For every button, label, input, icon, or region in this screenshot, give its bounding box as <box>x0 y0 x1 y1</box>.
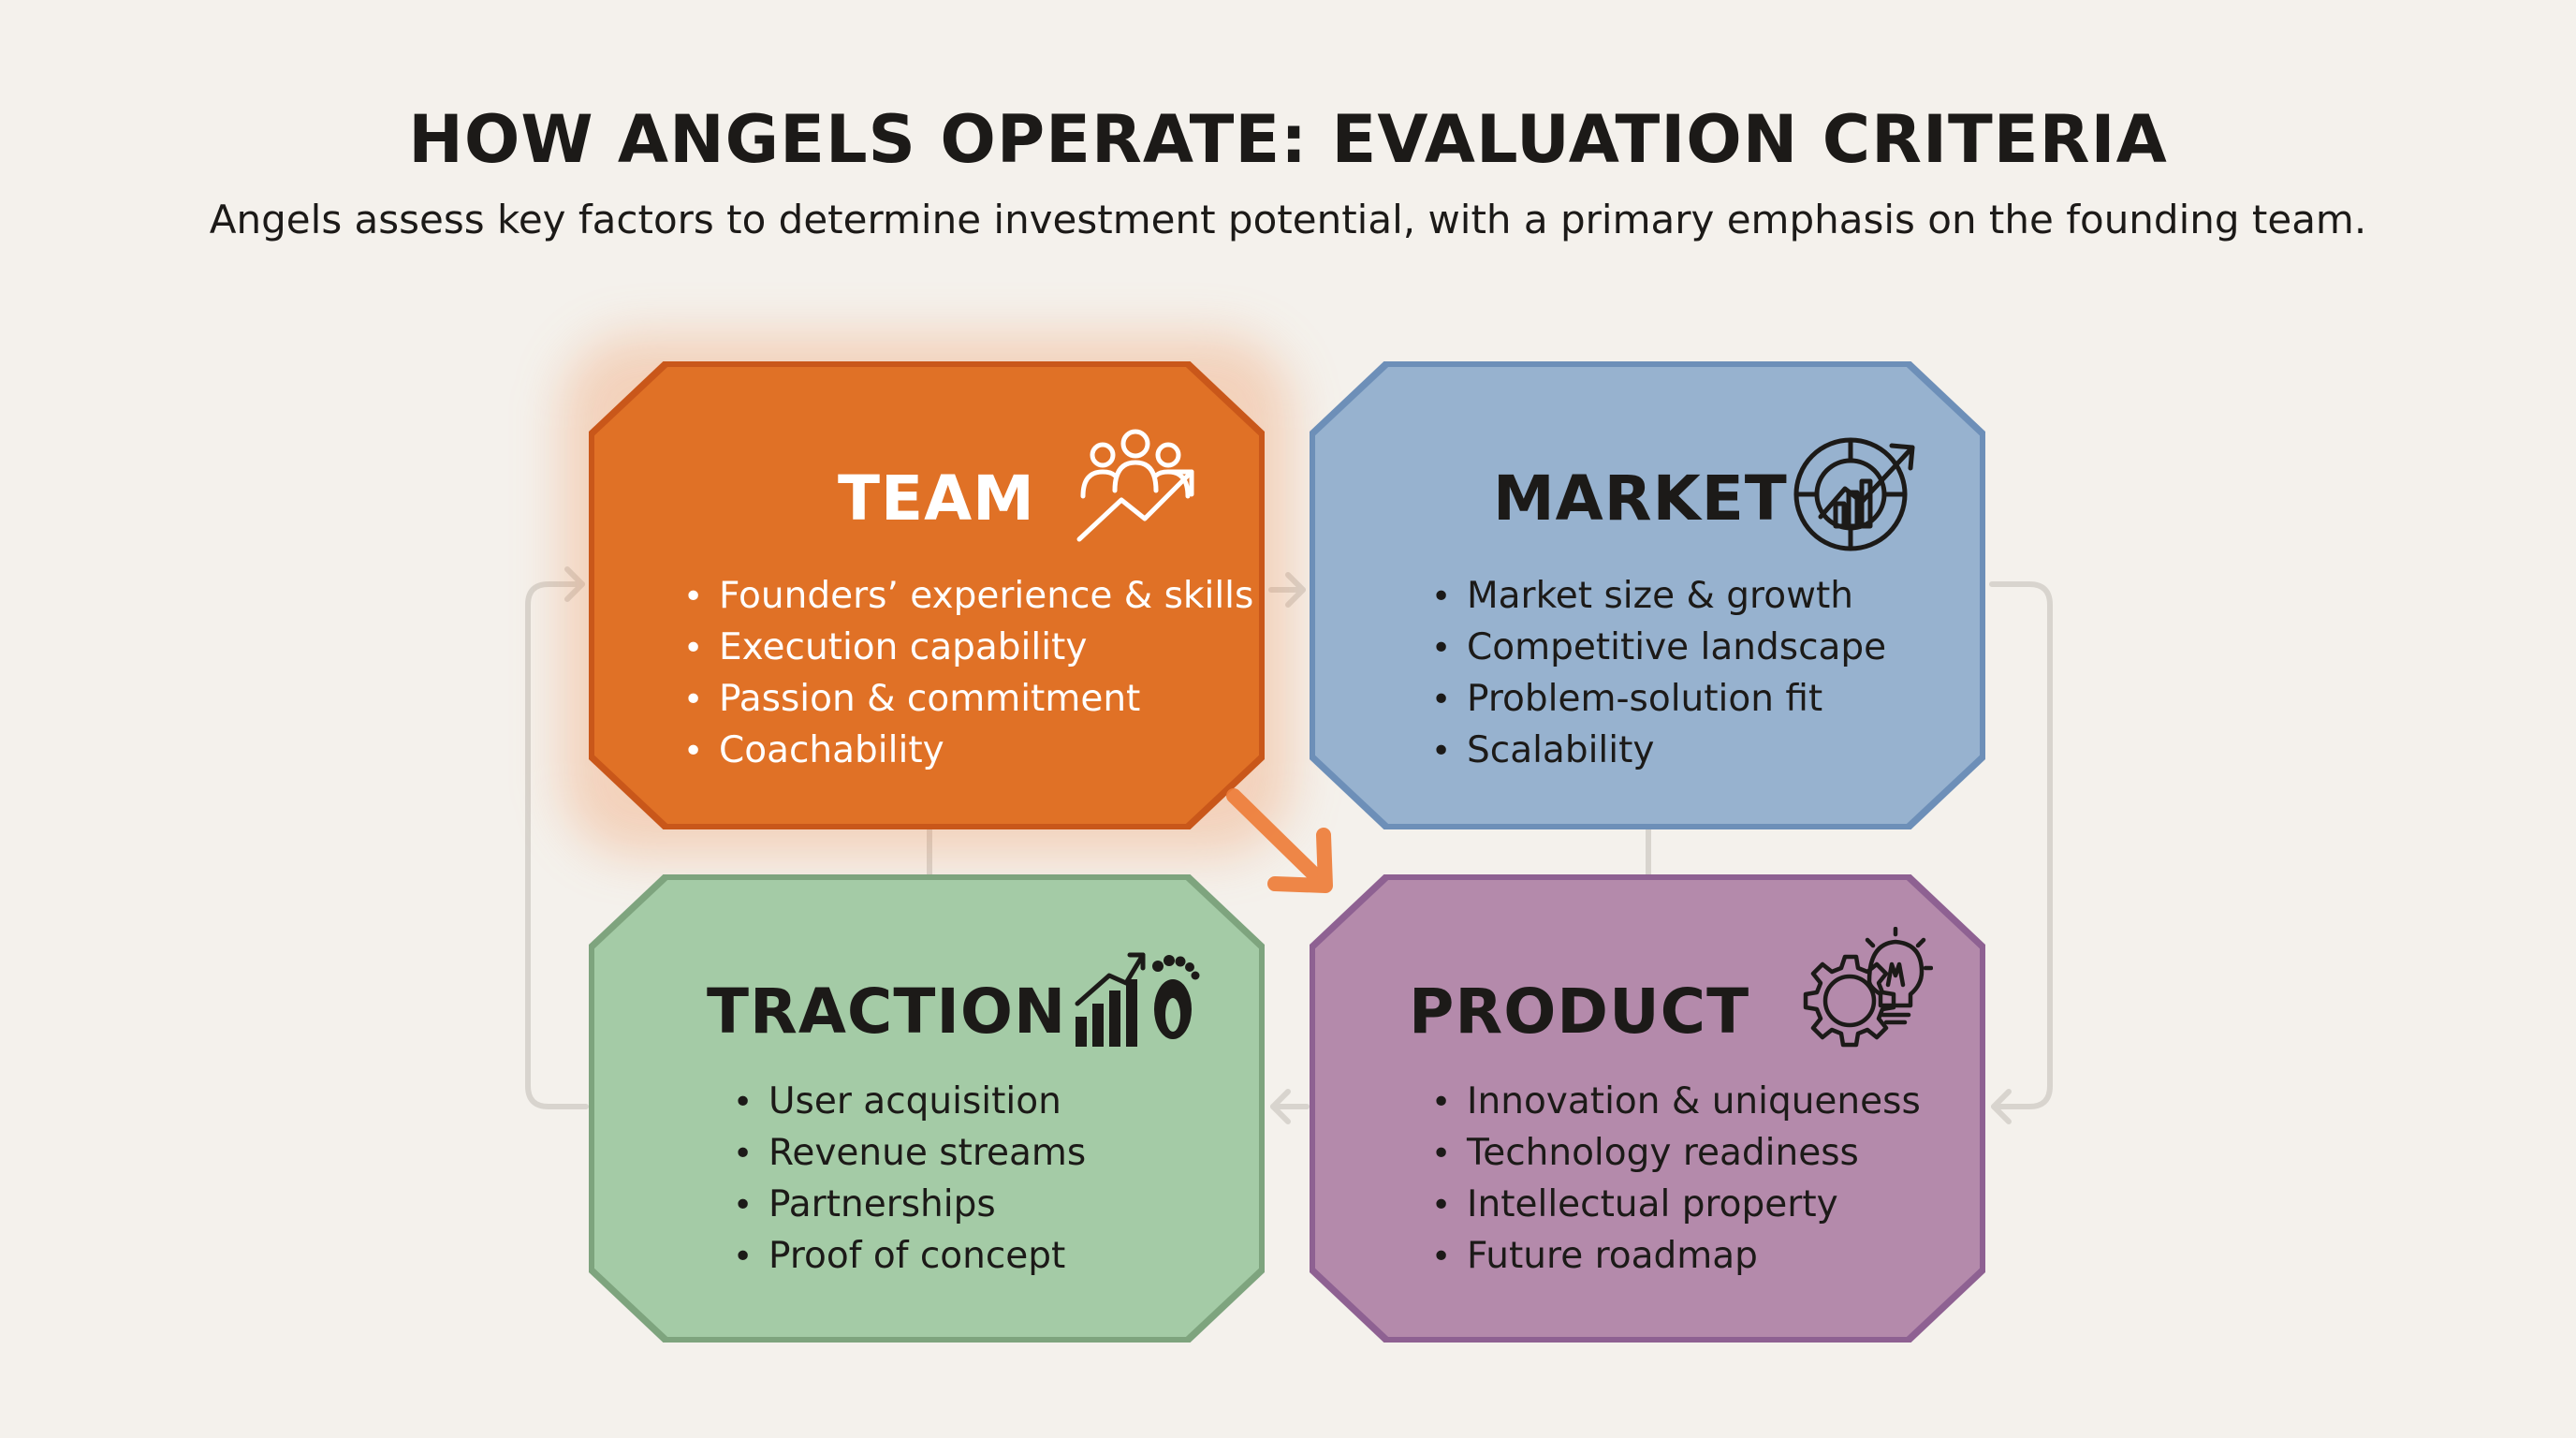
card-market-list: Market size & growth Competitive landsca… <box>1431 571 1886 777</box>
card-team-body: TEAM Founders’ experience & skills Execu… <box>594 367 1259 824</box>
card-product: PRODUCT Innovation & uniqueness Technolo… <box>1310 874 1985 1343</box>
list-item: Revenue streams <box>733 1128 1086 1180</box>
team-growth-icon <box>1076 429 1194 542</box>
card-market: MARKET Market size & growth Competitive … <box>1310 361 1985 829</box>
page-subtitle: Angels assess key factors to determine i… <box>209 197 2367 242</box>
traction-footprint-icon <box>1075 952 1200 1047</box>
list-item: Problem-solution fit <box>1431 674 1886 726</box>
list-item: Technology readiness <box>1431 1128 1921 1180</box>
list-item: Proof of concept <box>733 1231 1086 1283</box>
list-item: Scalability <box>1431 726 1886 777</box>
arrowhead-team-market <box>1285 572 1306 608</box>
list-item: Coachability <box>683 726 1253 777</box>
list-item: Future roadmap <box>1431 1231 1921 1283</box>
arrowhead-market-product <box>1991 1089 2012 1124</box>
card-market-title: MARKET <box>1493 462 1788 535</box>
page-title: HOW ANGELS OPERATE: EVALUATION CRITERIA <box>408 101 2168 178</box>
card-product-list: Innovation & uniqueness Technology readi… <box>1431 1077 1921 1283</box>
card-product-body: PRODUCT Innovation & uniqueness Technolo… <box>1315 880 1980 1337</box>
product-innovation-icon <box>1803 927 1933 1048</box>
market-chart-icon <box>1793 437 1915 551</box>
list-item: Execution capability <box>683 623 1253 674</box>
card-team-title: TEAM <box>838 462 1035 535</box>
card-traction: TRACTION User acquisition Reve <box>589 874 1265 1343</box>
arrowhead-traction-team <box>564 566 585 602</box>
list-item: Intellectual property <box>1431 1180 1921 1231</box>
list-item: Market size & growth <box>1431 571 1886 623</box>
card-team-list: Founders’ experience & skills Execution … <box>683 571 1253 777</box>
list-item: Innovation & uniqueness <box>1431 1077 1921 1128</box>
list-item: User acquisition <box>733 1077 1086 1128</box>
list-item: Passion & commitment <box>683 674 1253 726</box>
connector-market-product <box>1989 581 2053 1109</box>
card-market-body: MARKET Market size & growth Competitive … <box>1315 367 1980 824</box>
card-traction-body: TRACTION User acquisition Reve <box>594 880 1259 1337</box>
list-item: Founders’ experience & skills <box>683 571 1253 623</box>
card-traction-list: User acquisition Revenue streams Partner… <box>733 1077 1086 1283</box>
connector-traction-team <box>525 581 589 1109</box>
list-item: Partnerships <box>733 1180 1086 1231</box>
card-product-title: PRODUCT <box>1409 976 1750 1048</box>
card-traction-title: TRACTION <box>707 976 1067 1048</box>
card-team: TEAM Founders’ experience & skills Execu… <box>589 361 1265 829</box>
arrowhead-product-traction <box>1270 1089 1291 1124</box>
list-item: Competitive landscape <box>1431 623 1886 674</box>
